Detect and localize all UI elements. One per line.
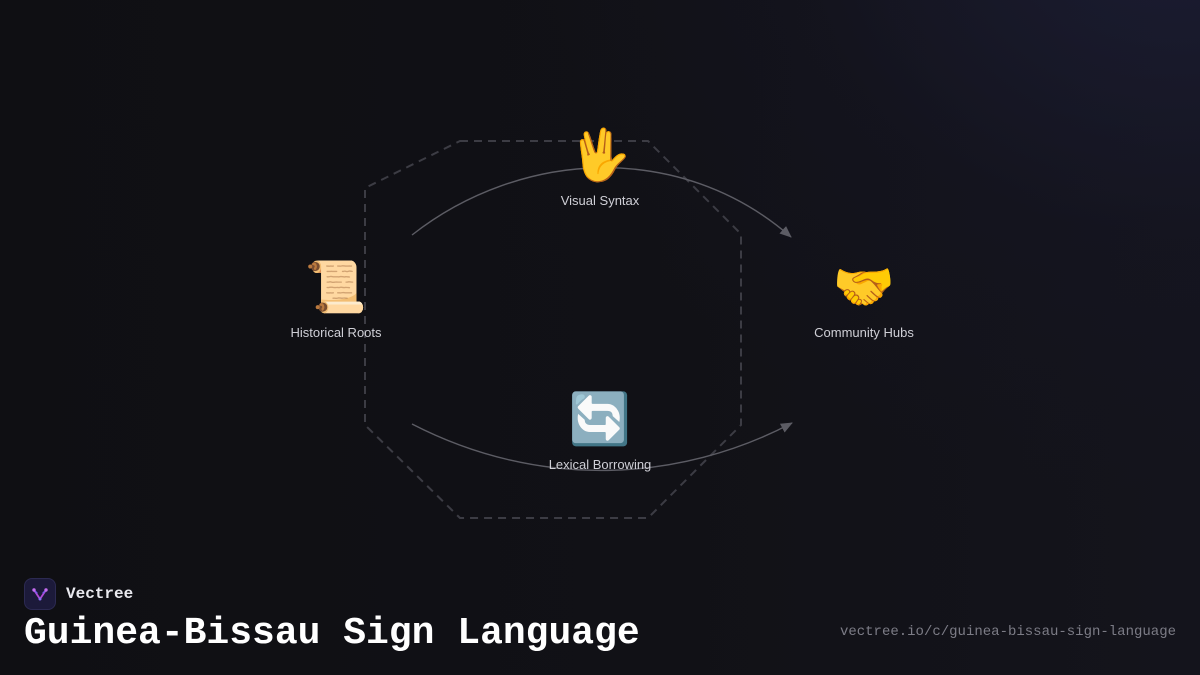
scroll-icon: 📜 <box>304 258 368 316</box>
node-label: Lexical Borrowing <box>548 457 652 472</box>
arrows-cycle-icon: 🔄 <box>568 390 632 448</box>
brand[interactable]: Vectree <box>24 577 133 611</box>
vectree-logo-icon <box>24 578 56 610</box>
node-visual-syntax: 🖖 Visual Syntax <box>510 125 690 208</box>
edge-lower-arc <box>411 422 793 472</box>
node-label: Community Hubs <box>814 325 914 340</box>
node-label: Visual Syntax <box>560 193 640 208</box>
page-url[interactable]: vectree.io/c/guinea-bissau-sign-language <box>839 624 1176 640</box>
node-label: Historical Roots <box>290 325 382 340</box>
node-historical-roots: 📜 Historical Roots <box>246 257 426 340</box>
octagon-outline <box>364 140 742 519</box>
vulcan-salute-hand-icon: 🖖 <box>568 126 632 184</box>
edge-upper-arc <box>411 167 792 238</box>
brand-name: Vectree <box>66 585 134 603</box>
page-title: Guinea-Bissau Sign Language <box>24 612 640 655</box>
node-community-hubs: 🤝 Community Hubs <box>774 257 954 340</box>
handshake-icon: 🤝 <box>832 258 896 316</box>
node-lexical-borrowing: 🔄 Lexical Borrowing <box>510 389 690 472</box>
